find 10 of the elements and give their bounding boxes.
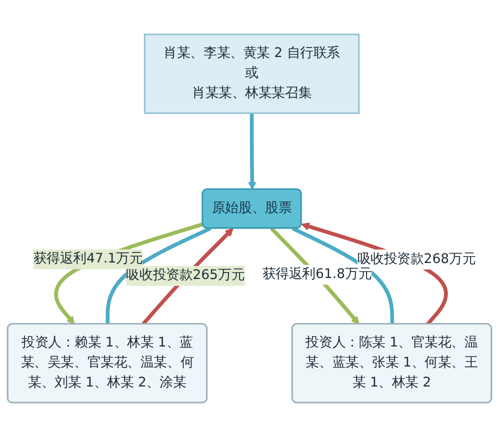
process-box: 投资人：赖某 1、林某 1、蓝某、吴某、官某花、温某、何某、刘某 1、林某 2、涂某	[6, 323, 208, 404]
process-box: 投资人：陈某 1、官某花、温某、蓝某、张某 1、何某、王某 1、林某 2	[291, 323, 492, 404]
process-box: 原始股、股票	[202, 188, 302, 229]
edge-label: 获得返利61.8万元	[262, 266, 372, 282]
arrow	[248, 113, 256, 190]
connector-line	[106, 226, 212, 324]
connector-line	[292, 226, 394, 324]
process-box: 肖某、李某、黄某 2 自行联系 或 肖某某、林某某召集	[144, 34, 360, 114]
edge-label: 吸收投资款268万元	[357, 251, 476, 267]
edge-label: 获得返利47.1万元	[33, 249, 143, 270]
